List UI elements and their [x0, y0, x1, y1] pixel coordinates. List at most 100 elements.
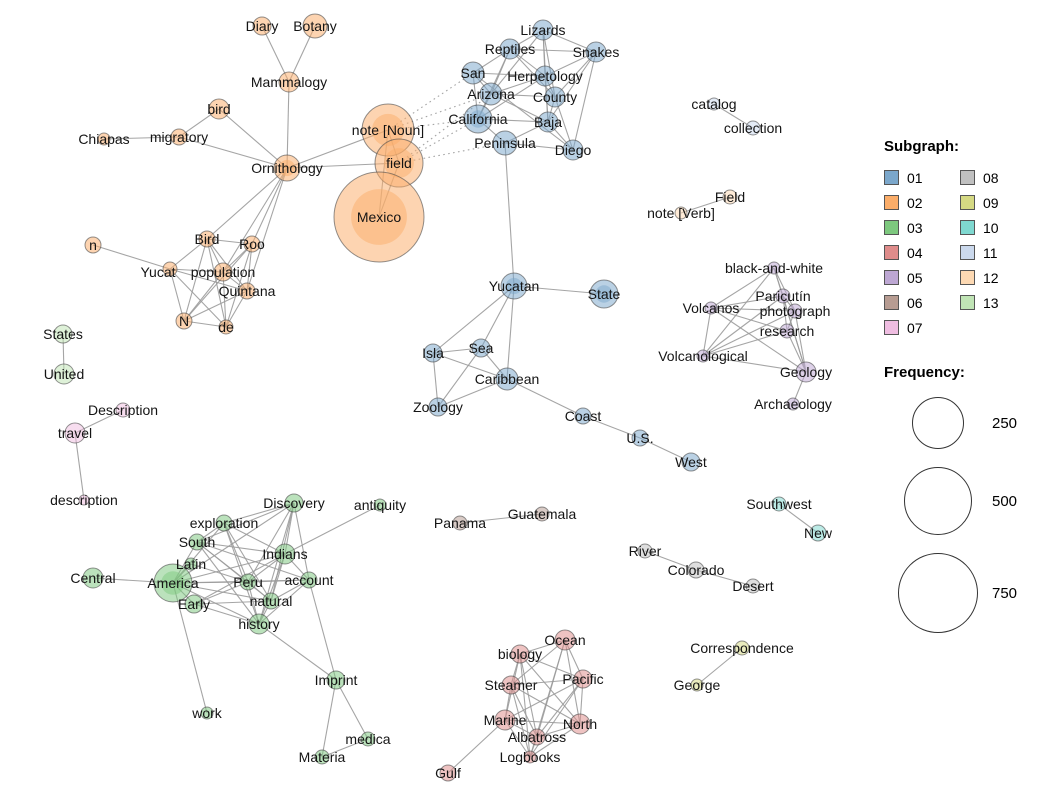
node-label-de: de: [218, 319, 234, 335]
node-label-archaeology: Archaeology: [754, 396, 832, 412]
node-zoology: [428, 397, 448, 417]
edge: [246, 167, 288, 292]
node-label-south: South: [179, 534, 216, 550]
edge: [225, 243, 253, 328]
edge: [702, 310, 796, 357]
node-sea: [471, 338, 491, 358]
edge: [472, 72, 546, 77]
node-label-guatemala: Guatemala: [508, 506, 577, 522]
node-label-population: population: [191, 264, 256, 280]
legend-item-10: 10: [960, 215, 1036, 240]
node-coast: [574, 407, 592, 425]
node-label-biology: biology: [498, 646, 542, 662]
edge: [504, 142, 515, 287]
frequency-item-750: 750: [884, 547, 1042, 639]
edge: [196, 541, 310, 581]
legend-label-13: 13: [983, 294, 999, 311]
edge: [222, 167, 288, 273]
node-label-account: account: [284, 572, 333, 588]
legend-item-08: 08: [960, 165, 1036, 190]
node-label-ocean: Ocean: [544, 632, 585, 648]
node-label-travel: travel: [58, 425, 92, 441]
legend-swatch-05: [884, 270, 899, 285]
node-label-note-verb: note [Verb]: [647, 205, 715, 221]
edge: [680, 196, 731, 214]
node-states: [53, 324, 73, 344]
legend-item-03: 03: [884, 215, 960, 240]
node-label-mammalogy: Mammalogy: [251, 74, 327, 90]
node-label-united: United: [44, 366, 84, 382]
node-california: [463, 104, 493, 134]
node-label-southwest: Southwest: [746, 496, 811, 512]
edge-dotted: [387, 93, 492, 131]
legend-swatch-10: [960, 220, 975, 235]
node-travel: [64, 422, 86, 444]
edge: [206, 167, 288, 240]
legend-label-05: 05: [907, 269, 923, 286]
node-south: [188, 533, 206, 551]
node-indians: [274, 543, 296, 565]
node-exploration: [215, 514, 233, 532]
node-label-photograph: photograph: [760, 303, 831, 319]
node-antiquity: [373, 498, 387, 512]
node-correspondence: [734, 640, 750, 656]
node-central: [82, 567, 104, 589]
legend-swatch-09: [960, 195, 975, 210]
edge: [293, 502, 310, 581]
edge: [713, 103, 754, 129]
edge: [519, 653, 531, 758]
node-label-panama: Panama: [434, 515, 486, 531]
node-peninsula: [492, 130, 518, 156]
node-quintana: [238, 282, 256, 300]
node-label-baja: Baja: [534, 114, 562, 130]
node-field: [722, 189, 738, 205]
frequency-circle-wrap: [884, 391, 992, 455]
node-label-diego: Diego: [555, 142, 592, 158]
node-gulf: [439, 764, 457, 782]
edge: [509, 48, 556, 98]
edge: [437, 347, 482, 408]
node-state: [589, 279, 619, 309]
legend-item-04: 04: [884, 240, 960, 265]
legend-label-01: 01: [907, 169, 923, 186]
frequency-label-750: 750: [992, 584, 1018, 602]
legend-label-02: 02: [907, 194, 923, 211]
edge: [308, 579, 337, 681]
node-yucat: [162, 261, 178, 277]
legend-label-09: 09: [983, 194, 999, 211]
edge: [702, 267, 775, 357]
edge: [513, 285, 605, 295]
edge: [710, 267, 775, 309]
edge: [258, 579, 310, 625]
node-roo: [243, 235, 261, 253]
edge: [335, 679, 369, 740]
edge: [258, 553, 286, 625]
edge: [103, 136, 180, 140]
node-imprint: [326, 670, 346, 690]
node-label-coast: Coast: [565, 408, 602, 424]
edge: [223, 522, 286, 555]
node-label-u-s: U.S.: [626, 430, 653, 446]
edge: [193, 603, 260, 625]
node-label-sea: Sea: [469, 340, 494, 356]
edge: [644, 550, 697, 571]
edge: [169, 268, 248, 292]
node-botany: [302, 13, 328, 39]
node-label-geology: Geology: [780, 364, 832, 380]
node-label-field: field: [386, 155, 412, 171]
legend-swatch-12: [960, 270, 975, 285]
node-photograph: [787, 303, 803, 319]
node-geology: [795, 361, 817, 383]
node-diary: [252, 16, 272, 36]
edge: [710, 295, 784, 309]
edge: [284, 504, 381, 555]
node-diego: [562, 139, 584, 161]
node-volcanological: [696, 349, 710, 363]
edge: [183, 271, 224, 322]
node-label-isla: Isla: [422, 345, 444, 361]
node-ornithology: [273, 154, 301, 182]
node-isla: [423, 343, 443, 363]
node-label-yucat: Yucat: [140, 264, 175, 280]
